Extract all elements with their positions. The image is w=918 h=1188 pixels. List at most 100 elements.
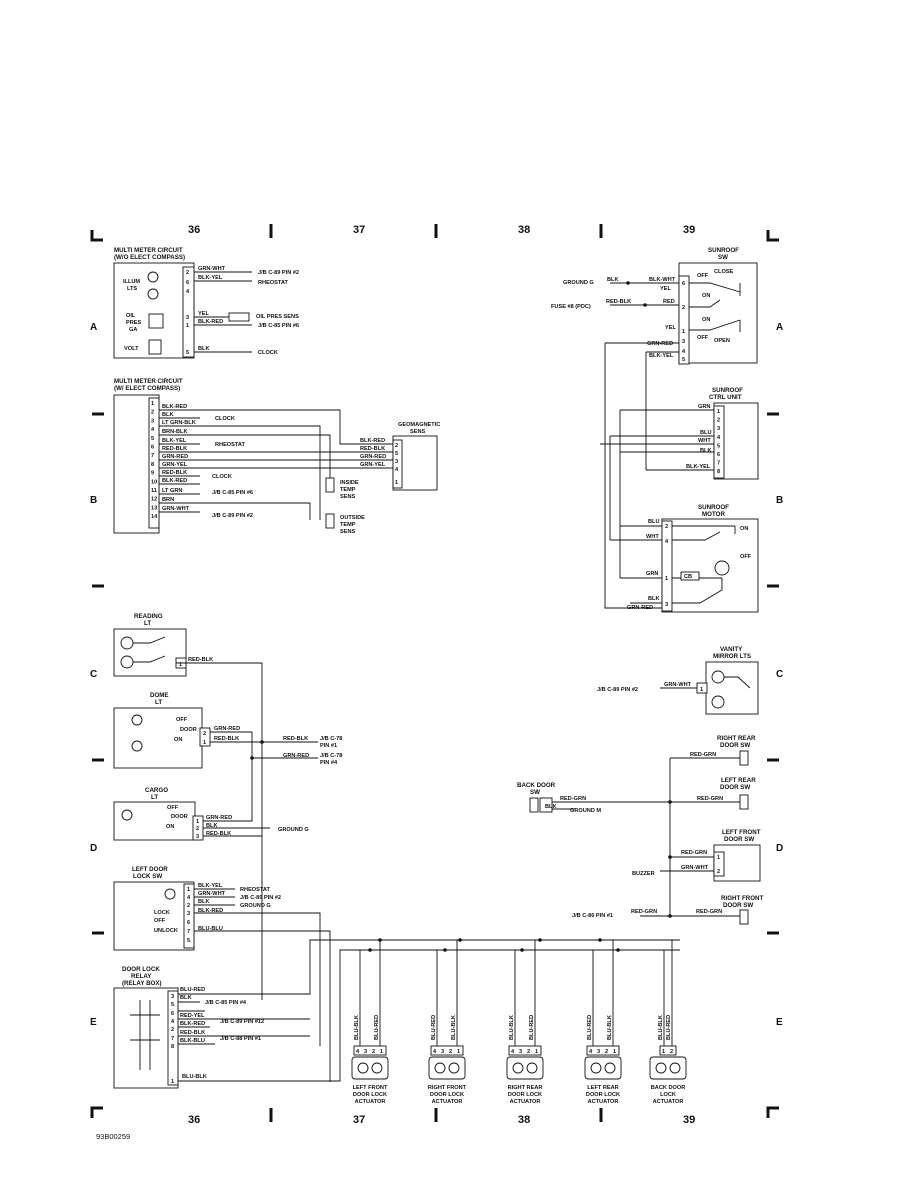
svg-text:BLK-WHT: BLK-WHT (649, 277, 676, 283)
svg-text:GRN-RED: GRN-RED (283, 753, 309, 759)
svg-text:GRN-WHT: GRN-WHT (664, 682, 692, 688)
actuator-label: ACTUATOR (355, 1099, 386, 1105)
actuator-wires (359, 940, 381, 1046)
actuator-label: LEFT FRONT (353, 1085, 388, 1091)
row-label-right: B (776, 495, 783, 506)
svg-text:RED-GRN: RED-GRN (631, 909, 657, 915)
component-label: INSIDE (340, 480, 359, 486)
row-label-left: C (90, 669, 97, 680)
svg-text:BRN: BRN (162, 497, 174, 503)
component-label: LEFT DOOR (132, 866, 168, 873)
svg-text:RED-BLK: RED-BLK (214, 736, 239, 742)
destination-label: J/B C-89 PIN #2 (258, 270, 299, 276)
switch-icon (739, 909, 749, 925)
pin-number: 7 (717, 461, 720, 467)
component-label: SUNROOF (712, 387, 743, 394)
svg-text:6: 6 (171, 1011, 174, 1017)
splice-dot (368, 948, 372, 952)
component-label: GEOMAGNETIC (398, 422, 440, 428)
svg-text:RED-BLK: RED-BLK (283, 736, 308, 742)
wires (159, 409, 393, 520)
pin-number: 5 (717, 443, 720, 449)
row-label-right: A (776, 322, 783, 333)
section-subtitle: (W/O ELECT COMPASS) (114, 254, 185, 261)
svg-text:BLK: BLK (607, 277, 619, 283)
splice-dot (538, 938, 542, 942)
bulb-icon (121, 809, 133, 821)
pin-number: 4 (186, 289, 190, 295)
actuator-label: LEFT REAR (587, 1085, 618, 1091)
motor-icon (448, 1062, 460, 1074)
wire-color: BLU-BLK (658, 1015, 664, 1040)
svg-text:RED-YEL: RED-YEL (180, 1013, 205, 1019)
wires (194, 271, 252, 353)
component-label: LOCK SW (133, 873, 162, 880)
destination-label: J/B C-85 PIN #6 (212, 490, 253, 496)
svg-text:2: 2 (682, 305, 685, 311)
svg-text:RHEOSTAT: RHEOSTAT (240, 887, 271, 893)
svg-text:BACK DOOR: BACK DOOR (517, 782, 556, 789)
actuator-wires (663, 940, 673, 1046)
svg-text:J/B C-85 PIN #4: J/B C-85 PIN #4 (205, 1000, 247, 1006)
corner-mark-top-left (90, 230, 103, 242)
actuator-label: BACK DOOR (651, 1085, 686, 1091)
actuator-label: DOOR LOCK (508, 1092, 542, 1098)
ground-label: GROUND G (563, 280, 594, 286)
splice-dot (616, 948, 620, 952)
gauge-coil (148, 339, 162, 355)
pin-number: 6 (717, 452, 720, 458)
svg-text:GRN-RED: GRN-RED (360, 454, 386, 460)
svg-text:LT GRN: LT GRN (162, 488, 182, 494)
splice-dot (260, 740, 264, 744)
splice-dot (458, 938, 462, 942)
svg-text:RED-GRN: RED-GRN (696, 909, 722, 915)
wires (203, 758, 270, 837)
pin-number: 2 (372, 1049, 375, 1055)
column-label-bottom: 36 (188, 1114, 200, 1126)
svg-text:1: 1 (171, 1079, 174, 1085)
row-label-right: E (776, 1017, 783, 1028)
svg-text:BLK: BLK (206, 823, 218, 829)
wires (600, 409, 714, 471)
grid-frame: 36 37 38 39 36 37 38 39 A B C D E A B C … (90, 224, 783, 1141)
svg-text:BLU-RED: BLU-RED (180, 987, 205, 993)
svg-text:1: 1 (665, 576, 668, 582)
column-label-top: 36 (188, 224, 200, 236)
destination-label: CLOCK (212, 474, 232, 480)
component-label: MIRROR LTS (713, 653, 751, 660)
svg-text:GRN-YEL: GRN-YEL (360, 462, 386, 468)
svg-text:2: 2 (203, 731, 206, 737)
switch-box (113, 881, 195, 951)
component-label: DOOR LOCK (122, 966, 160, 973)
svg-text:RED-BLK: RED-BLK (188, 657, 213, 663)
pin-number: 2 (151, 410, 154, 416)
connector-block (678, 275, 690, 365)
pin-number: 1 (613, 1049, 616, 1055)
fuse-label: FUSE #8 (PDC) (551, 304, 591, 310)
pin-number: 2 (605, 1049, 608, 1055)
svg-text:RED-BLK: RED-BLK (606, 299, 631, 305)
svg-text:1: 1 (179, 662, 182, 668)
svg-text:GRN-RED: GRN-RED (647, 341, 673, 347)
actuator-wires (514, 940, 536, 1046)
connector-block (392, 439, 403, 489)
svg-text:1: 1 (196, 819, 199, 825)
pin-number: 8 (151, 462, 154, 468)
svg-text:2: 2 (187, 903, 190, 909)
svg-text:BLK: BLK (648, 596, 660, 602)
wire-color: BLU-BLK (509, 1015, 515, 1040)
pin-number: 13 (151, 505, 157, 511)
connector-block (353, 1045, 387, 1056)
svg-text:2: 2 (395, 443, 398, 449)
svg-text:4: 4 (395, 467, 399, 473)
svg-text:GRN: GRN (646, 571, 658, 577)
component-label: CTRL UNIT (709, 394, 742, 401)
oil-label: PRES (126, 320, 142, 326)
connector-block (508, 1045, 542, 1056)
component-label: TEMP (340, 487, 356, 493)
